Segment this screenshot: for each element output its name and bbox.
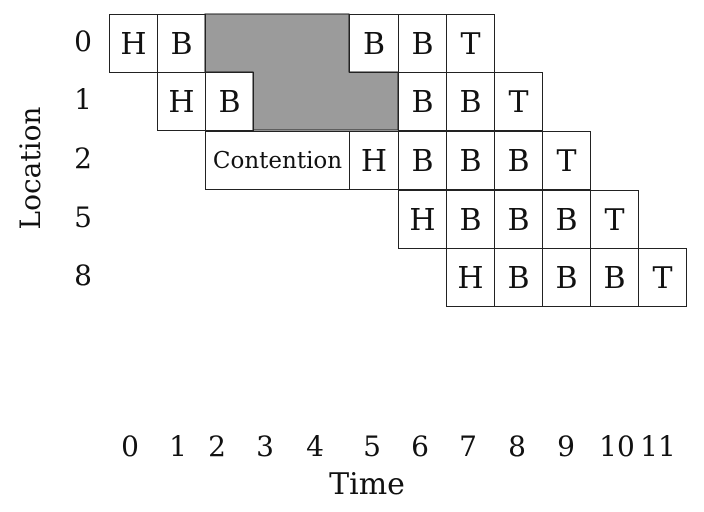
cell-label: B (507, 261, 529, 296)
time-tick-label: 2 (208, 430, 226, 463)
cell-label: H (409, 203, 435, 238)
x-axis-title: Time (329, 467, 405, 502)
cell-label: B (411, 85, 433, 120)
cell-label: B (459, 203, 481, 238)
cell-label: T (460, 27, 480, 62)
cell-label: B (218, 85, 240, 120)
location-tick-label: 8 (74, 259, 92, 292)
time-tick-label: 6 (411, 430, 429, 463)
cell-box (542, 131, 591, 190)
cell-label: B (507, 144, 529, 179)
cell-label: B (459, 144, 481, 179)
time-tick-label: 7 (459, 430, 477, 463)
y-axis-title: Location (14, 107, 47, 230)
location-tick-label: 0 (74, 25, 92, 58)
location-tick-label: 2 (74, 142, 92, 175)
cell-label: B (411, 27, 433, 62)
cell-label: B (555, 261, 577, 296)
time-tick-label: 0 (121, 430, 139, 463)
shaded-region (205, 14, 349, 72)
time-tick-label: 5 (363, 430, 381, 463)
cell-label: T (556, 144, 576, 179)
cell-label: H (168, 85, 194, 120)
cell-box (494, 72, 543, 131)
cell-label: B (555, 203, 577, 238)
time-tick-label: 8 (508, 430, 526, 463)
cell-label: B (507, 203, 529, 238)
cell-box (638, 248, 687, 307)
cell-label: B (363, 27, 385, 62)
cell-box (205, 72, 254, 131)
time-tick-label: 11 (640, 430, 676, 463)
time-tick-label: 4 (306, 430, 324, 463)
cell-label: T (508, 85, 528, 120)
location-tick-label: 5 (74, 201, 92, 234)
cell-label: B (411, 144, 433, 179)
contention-label: Contention (213, 148, 342, 174)
time-tick-label: 1 (169, 430, 187, 463)
contention-shading (204, 13, 399, 131)
location-tick-label: 1 (74, 83, 92, 116)
cell-label: H (361, 144, 387, 179)
time-tick-label: 3 (256, 430, 274, 463)
cell-label: B (603, 261, 625, 296)
time-tick-label: 9 (557, 430, 575, 463)
shaded-region (253, 72, 398, 130)
cell-label: H (120, 27, 146, 62)
cell-label: T (652, 261, 672, 296)
cell-label: T (604, 203, 624, 238)
contention-box (205, 131, 350, 190)
cell-label: B (170, 27, 192, 62)
time-tick-label: 10 (599, 430, 635, 463)
cell-label: H (457, 261, 483, 296)
cell-label: B (459, 85, 481, 120)
